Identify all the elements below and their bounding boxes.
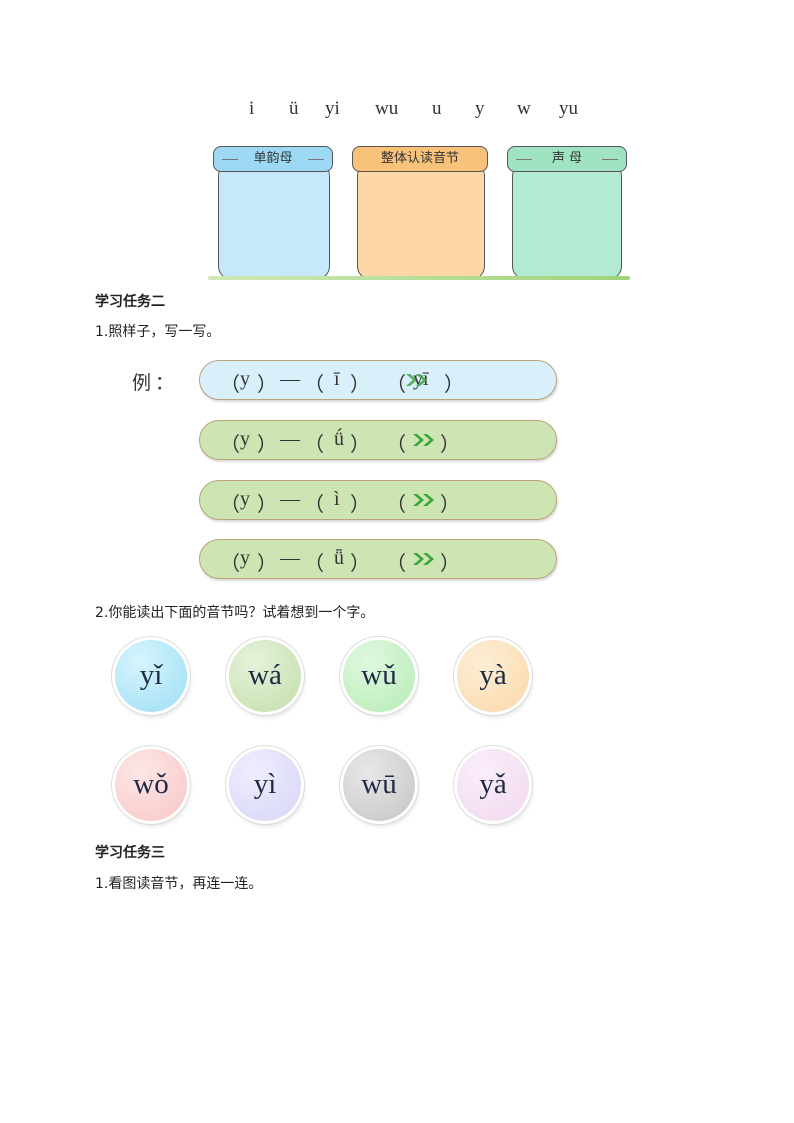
paren: ） (257, 494, 277, 516)
initial-letter: y (240, 488, 250, 510)
paren: ） (350, 553, 370, 575)
pinyin-item: w (517, 98, 531, 119)
jar-lid: 单韵母 (213, 146, 333, 172)
paren: ） (440, 553, 460, 575)
paren: ） (444, 374, 464, 396)
dash: — (280, 547, 300, 569)
example-label: 例： (132, 372, 179, 394)
task2-question2: 2.你能读出下面的音节吗？试着想到一个字。 (95, 605, 375, 621)
task2-question1: 1.照样子，写一写。 (95, 324, 221, 340)
jar-body (512, 162, 622, 280)
jar-lid: 整体认读音节 (352, 146, 488, 172)
paren: （ (220, 494, 240, 516)
paren: ） (257, 434, 277, 456)
paren: ） (257, 374, 277, 396)
paren: （ (220, 374, 240, 396)
jar-label: 整体认读音节 (380, 151, 459, 166)
exercise-row: （ y ） — （ ì ） （ ） (199, 480, 557, 520)
exercise-row: （ y ） — （ ǘ ） （ ） (199, 420, 557, 460)
initial-letter: y (240, 428, 250, 450)
pinyin-item: i (249, 98, 255, 119)
dash: — (280, 368, 300, 390)
pinyin-item: y (475, 98, 485, 119)
final-letter: ǖ (334, 547, 344, 569)
jar-body (218, 162, 330, 280)
paren: ） (350, 374, 370, 396)
dash: — (280, 428, 300, 450)
jar-lid: 声 母 (507, 146, 627, 172)
grass-strip (208, 276, 630, 280)
paren: ） (440, 494, 460, 516)
paren: （ (220, 553, 240, 575)
pinyin-item: wu (375, 98, 399, 119)
double-chevron-icon (413, 553, 434, 565)
syllable-circle: wǒ (115, 749, 187, 821)
initial-letter: y (240, 368, 250, 390)
syllable-circle: yà (457, 640, 529, 712)
pinyin-item: u (432, 98, 442, 119)
initial-letter: y (240, 547, 250, 569)
lid-line (516, 159, 532, 160)
paren: （ (304, 374, 324, 396)
syllable-circle: wǔ (343, 640, 415, 712)
jar-label: 单韵母 (253, 151, 293, 166)
task3-question1: 1.看图读音节，再连一连。 (95, 876, 263, 892)
syllable-circle: wá (229, 640, 301, 712)
dash: — (280, 488, 300, 510)
pinyin-item: yi (325, 98, 340, 119)
jar-label: 声 母 (551, 151, 583, 166)
syllable-circle: yì (229, 749, 301, 821)
task3-heading: 学习任务三 (95, 845, 165, 861)
syllable-circle: yǐ (115, 640, 187, 712)
paren: （ (304, 434, 324, 456)
paren: ） (440, 434, 460, 456)
paren: ） (350, 434, 370, 456)
paren: ） (257, 553, 277, 575)
lid-line (308, 159, 324, 160)
paren: （ (386, 434, 406, 456)
double-chevron-icon (413, 434, 434, 446)
paren: （ (304, 553, 324, 575)
exercise-row: （ y ） — （ ǖ ） （ ） (199, 539, 557, 579)
paren: （ (220, 434, 240, 456)
task2-heading: 学习任务二 (95, 294, 165, 310)
final-letter: ǘ (334, 428, 344, 450)
pinyin-item: ü (289, 98, 299, 119)
paren: （ (386, 553, 406, 575)
double-chevron-icon (413, 494, 434, 506)
pinyin-item: yu (559, 98, 578, 119)
example-row: （ y ） — （ ī ） （ yī ） (199, 360, 557, 400)
final-letter: ī (334, 368, 340, 390)
paren: （ (386, 374, 406, 396)
lid-line (602, 159, 618, 160)
syllable-circle: yǎ (457, 749, 529, 821)
paren: ） (350, 494, 370, 516)
answer-syllable: yī (413, 368, 429, 390)
jar-body (357, 162, 485, 280)
paren: （ (304, 494, 324, 516)
syllable-circle: wū (343, 749, 415, 821)
final-letter: ì (334, 488, 340, 510)
paren: （ (386, 494, 406, 516)
double-chevron-icon (406, 374, 427, 386)
lid-line (222, 159, 238, 160)
